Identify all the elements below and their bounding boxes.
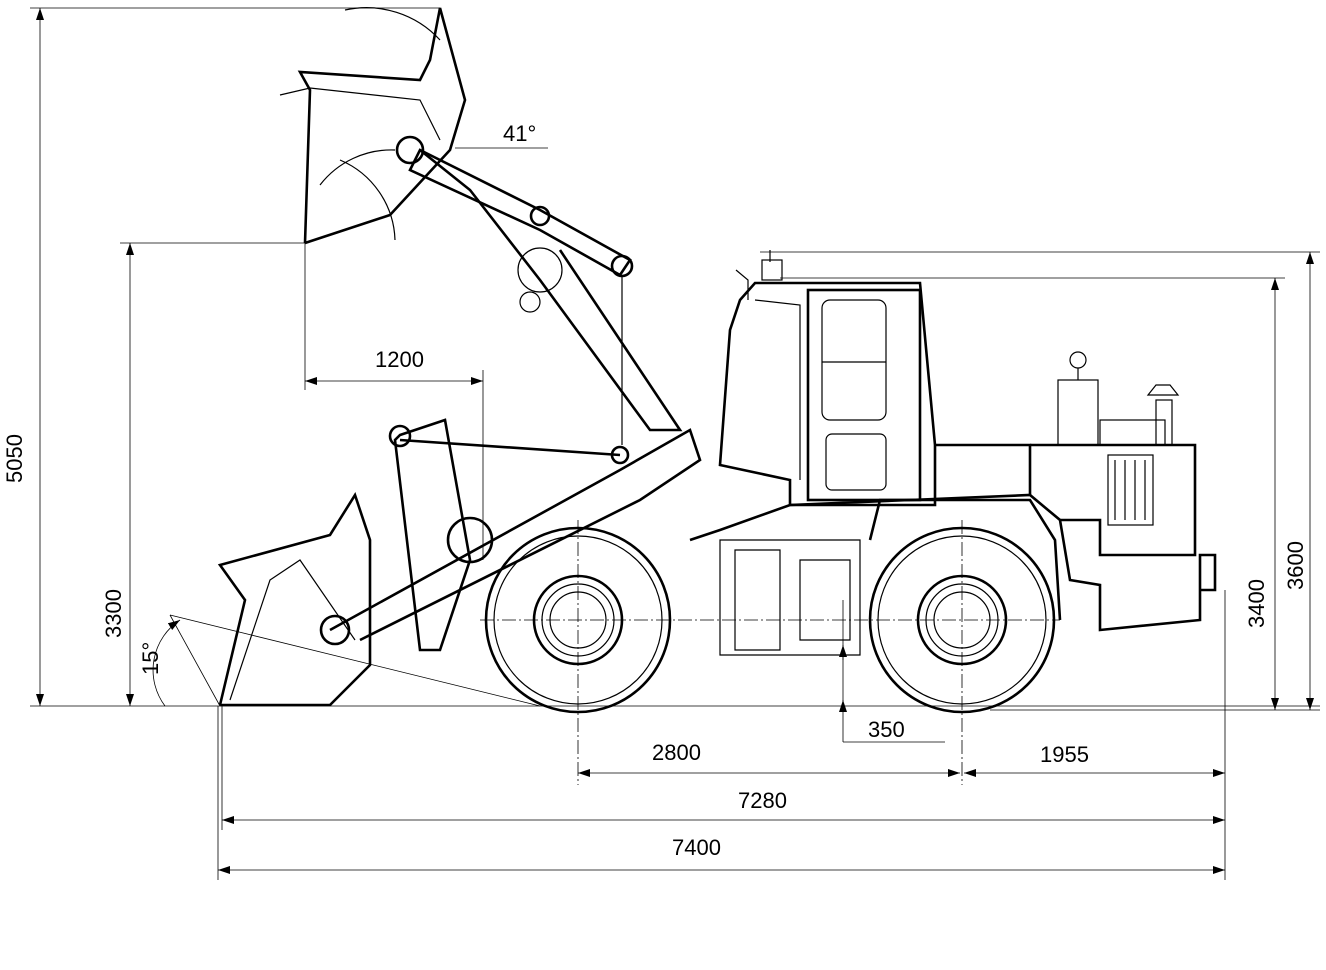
dim-exhaust-height: 3600 xyxy=(1283,541,1308,590)
dim-departure-angle: 15° xyxy=(138,642,163,675)
dim-dump-reach: 1200 xyxy=(375,347,424,372)
dim-max-height: 5050 xyxy=(2,434,27,483)
dim-dump-angle: 41° xyxy=(503,121,536,146)
dim-ground-clearance: 350 xyxy=(868,717,905,742)
loader-body xyxy=(484,250,1217,714)
lower-boom-bucket xyxy=(217,418,702,707)
dim-cab-height: 3400 xyxy=(1244,579,1269,628)
dim-wheelbase: 2800 xyxy=(652,740,701,765)
cab xyxy=(718,250,937,507)
engine-hood xyxy=(935,351,1197,557)
dim-dump-height: 3300 xyxy=(101,589,126,638)
raised-boom-bucket xyxy=(279,7,683,445)
dim-rear-overhang: 1955 xyxy=(1040,742,1089,767)
dim-length-bucket-on-ground: 7280 xyxy=(738,788,787,813)
dim-overall-length: 7400 xyxy=(672,835,721,860)
dimension-lines xyxy=(30,7,1320,880)
